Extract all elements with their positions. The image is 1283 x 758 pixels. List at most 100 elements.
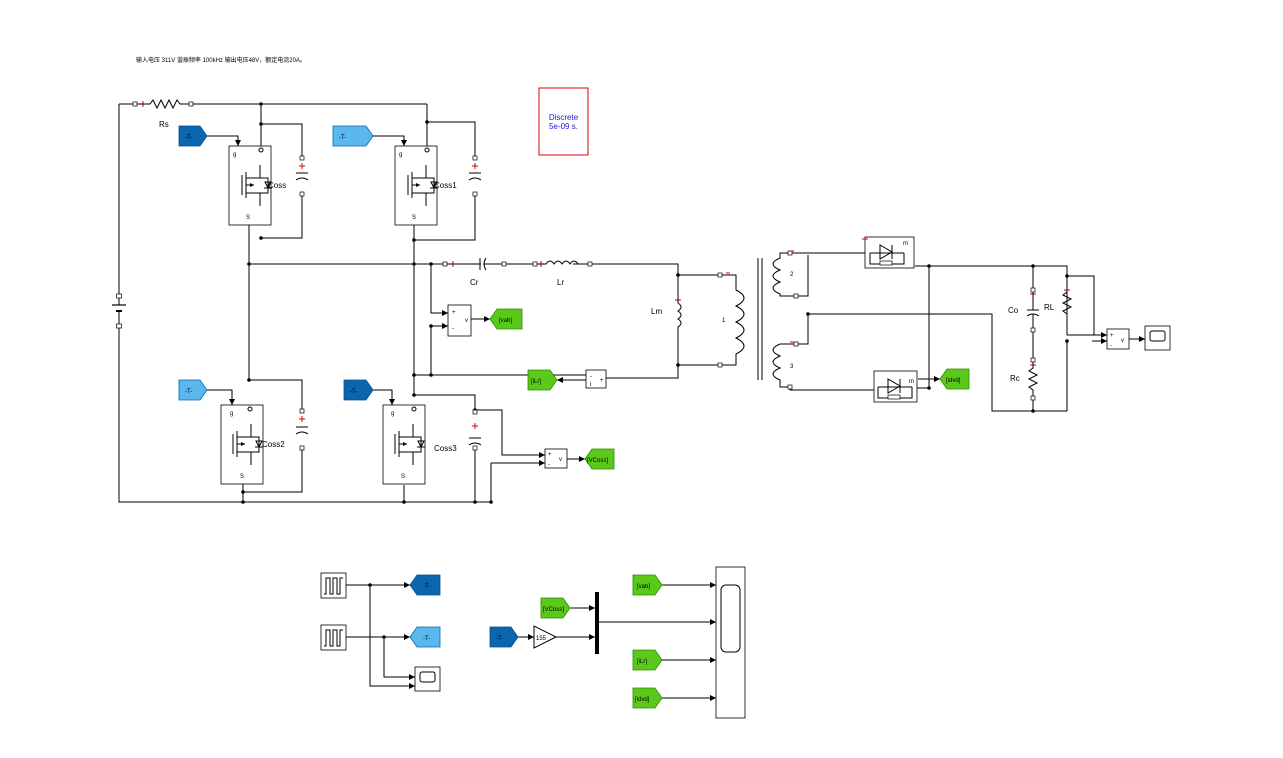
svg-text:-T-: -T- — [423, 636, 430, 642]
voltage-measurement-vab[interactable]: + - v — [447, 304, 472, 337]
svg-text:-: - — [548, 462, 550, 468]
goto-t-1[interactable]: -T- — [409, 574, 441, 596]
q4-gate-tag: g — [391, 411, 394, 417]
from-t-q4[interactable]: -T- — [343, 379, 374, 401]
coss-label: Coss — [268, 181, 286, 190]
pulse-generator-1[interactable] — [320, 572, 347, 599]
q2-gate-tag: g — [399, 152, 402, 158]
scope-main[interactable] — [715, 566, 746, 719]
rs-label: Rs — [159, 120, 169, 129]
svg-text:+: + — [1110, 333, 1114, 339]
from-t-q2[interactable]: -T- — [332, 125, 374, 147]
svg-text:[idvd]: [idvd] — [635, 697, 650, 703]
svg-text:+: + — [600, 378, 604, 384]
voltage-measurement-out[interactable]: + - v — [1106, 328, 1130, 350]
goto-t-2[interactable]: -T- — [409, 626, 441, 648]
q4-source-tag: S — [401, 474, 405, 480]
svg-text:-: - — [590, 374, 592, 380]
current-measurement-ilr[interactable]: - i + — [585, 369, 607, 389]
resistor-rc[interactable]: Rc — [1010, 357, 1039, 401]
from-t-gain[interactable]: -T- — [489, 626, 519, 648]
svg-text:-: - — [452, 326, 454, 332]
winding2-label: 2 — [790, 272, 794, 278]
mux-block[interactable] — [595, 592, 599, 654]
svg-text:-T-: -T- — [350, 389, 357, 395]
svg-text:-T-: -T- — [496, 636, 503, 642]
from-t-q3[interactable]: -T- — [178, 379, 208, 401]
scope-output[interactable] — [1144, 325, 1171, 351]
svg-text:[vab]: [vab] — [637, 584, 650, 590]
powergui-line2: 5e-09 s. — [549, 122, 578, 131]
svg-text:[idvd]: [idvd] — [946, 378, 961, 384]
resistor-rl[interactable]: RL — [1044, 276, 1073, 335]
from-t-q1[interactable]: -T- — [178, 125, 208, 147]
rl-label: RL — [1044, 303, 1055, 312]
mosfet-q2[interactable]: g S Coss1 — [394, 145, 457, 226]
svg-text:[VCoss]: [VCoss] — [543, 607, 564, 613]
powergui-block[interactable]: Discrete 5e-09 s. — [538, 87, 589, 156]
coss-capacitors[interactable] — [295, 155, 482, 451]
rc-label: Rc — [1010, 374, 1020, 383]
from-ilr[interactable]: [iLr] — [632, 649, 663, 671]
gain-block[interactable]: 155 — [533, 625, 558, 649]
d1-m-tag: m — [903, 241, 908, 247]
capacitor-cr[interactable]: Cr — [442, 257, 507, 287]
scope-gates[interactable] — [414, 666, 441, 692]
svg-text:v: v — [1121, 338, 1124, 344]
svg-text:[vab]: [vab] — [499, 318, 512, 324]
q3-source-tag: S — [240, 474, 244, 480]
goto-vab[interactable]: [vab] — [489, 308, 523, 330]
coss1-label: Coss1 — [434, 181, 457, 190]
svg-text:-T-: -T- — [339, 135, 346, 141]
svg-text:+: + — [548, 452, 552, 458]
goto-ilr[interactable]: [iLr] — [527, 369, 558, 391]
coss3-label: Coss3 — [434, 444, 457, 453]
inductor-lr[interactable]: Lr — [532, 260, 593, 287]
svg-text:-T-: -T- — [185, 135, 192, 141]
svg-text:-: - — [1110, 343, 1112, 349]
from-vab[interactable]: [vab] — [632, 574, 663, 596]
pulse-generator-2[interactable] — [320, 624, 347, 651]
capacitor-co[interactable]: Co — [1008, 287, 1040, 333]
winding1-label: 1 — [722, 318, 726, 324]
from-idvd[interactable]: [idvd] — [632, 687, 663, 709]
svg-text:v: v — [465, 318, 468, 324]
q1-gate-tag: g — [233, 152, 236, 158]
svg-text:i: i — [590, 382, 591, 388]
voltage-measurement-vcoss[interactable]: + - v — [544, 448, 568, 469]
winding3-label: 3 — [790, 364, 794, 370]
lm-label: Lm — [651, 307, 662, 316]
coss2-label: Coss2 — [262, 440, 285, 449]
q1-source-tag: S — [246, 215, 250, 221]
lr-label: Lr — [557, 278, 564, 287]
svg-text:[VCoss]: [VCoss] — [587, 458, 608, 464]
resistor-rs[interactable]: Rs — [132, 98, 194, 129]
dc-voltage-source[interactable] — [112, 293, 126, 329]
gain-value: 155 — [536, 636, 547, 642]
d2-m-tag: m — [909, 379, 914, 385]
svg-text:-T-: -T- — [185, 389, 192, 395]
diode-d1[interactable]: m — [862, 236, 915, 269]
goto-idvd[interactable]: [idvd] — [939, 368, 970, 390]
q2-source-tag: S — [412, 215, 416, 221]
mosfet-q4[interactable]: g S Coss3 — [382, 404, 457, 485]
svg-text:-T-: -T- — [423, 584, 430, 590]
inductor-lm[interactable]: Lm — [651, 275, 682, 338]
svg-text:[iLr]: [iLr] — [637, 659, 647, 665]
goto-vcoss[interactable]: [VCoss] — [584, 448, 615, 470]
powergui-line1: Discrete — [549, 113, 579, 122]
q3-gate-tag: g — [230, 411, 233, 417]
from-vcoss[interactable]: [VCoss] — [540, 597, 571, 619]
svg-text:+: + — [452, 310, 456, 316]
mosfet-q3[interactable]: g S Coss2 — [220, 404, 285, 485]
signal-arrows — [229, 140, 1145, 701]
mosfet-q1[interactable]: g S Coss — [228, 145, 286, 226]
diode-d2[interactable]: m — [873, 370, 918, 403]
cr-label: Cr — [470, 278, 479, 287]
svg-text:v: v — [559, 457, 562, 463]
svg-text:[iLr]: [iLr] — [531, 379, 541, 385]
transformer[interactable]: 1 2 3 — [717, 250, 799, 390]
junction-dots — [241, 102, 1069, 639]
co-label: Co — [1008, 306, 1019, 315]
